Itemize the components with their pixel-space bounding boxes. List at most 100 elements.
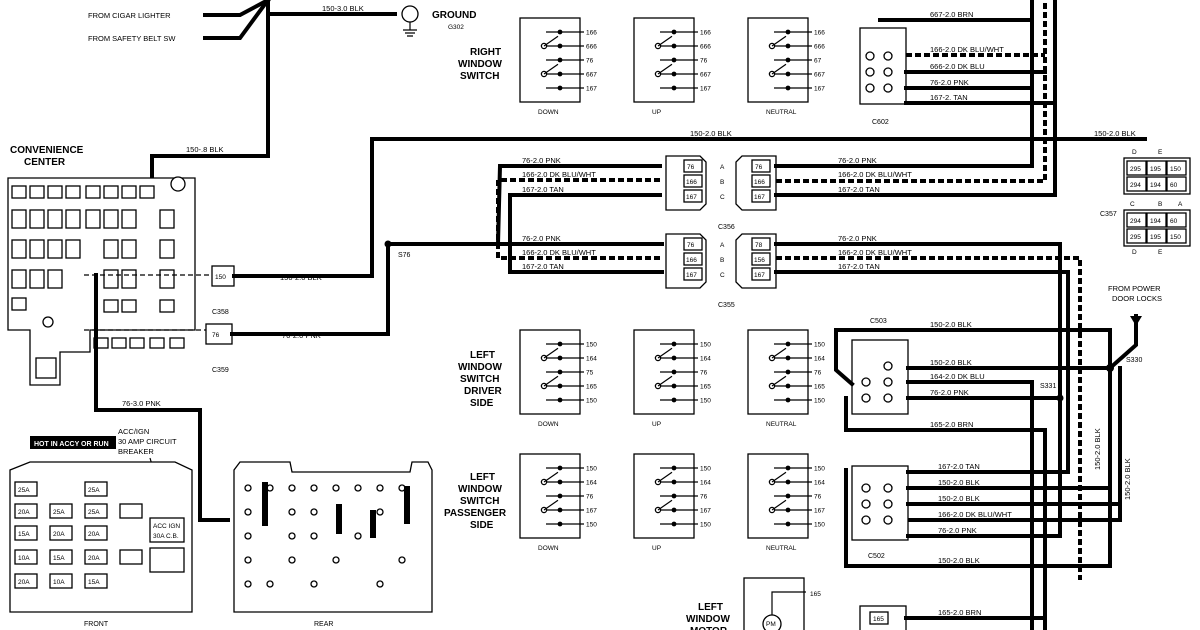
wire-150-2-c358	[232, 137, 1082, 278]
left-driver-switch-down-pin-dot	[557, 369, 563, 375]
c357-top-cell	[1146, 160, 1167, 176]
left-driver-switch-neutral-pin-label: 150	[814, 342, 825, 349]
left-pass-switch-down-pin-dot	[557, 493, 563, 499]
power-door-locks-2: DOOR LOCKS	[1112, 294, 1162, 303]
wire-165-c503	[844, 396, 1047, 630]
wire-76-3-pnk	[94, 273, 230, 522]
right-switch-up-pin-dot	[671, 29, 677, 35]
left-pass-switch-neutral-pin-label: 76	[814, 494, 822, 501]
left-driver-label-2: WINDOW	[458, 362, 502, 373]
left-pass-switch-down-pin-label: 164	[586, 480, 597, 487]
wire-167-c356-left	[508, 193, 664, 274]
left-driver-switch-up-pin-label: 150	[700, 342, 711, 349]
motor-pm-text: PM	[766, 621, 776, 628]
left-driver-switch-neutral-pin-label: 164	[814, 356, 825, 363]
right-switch-up-pin-label: 167	[700, 86, 711, 93]
left-pass-switch-neutral-pin-dot	[785, 479, 791, 485]
right-switch-down-pin-dot	[557, 43, 563, 49]
right-switch-neutral-pin-label: 67	[814, 58, 822, 65]
breaker-note-3: BREAKER	[118, 447, 154, 456]
left-driver-switch-up-pin-label: 164	[700, 356, 711, 363]
c355-left-pin-c-text: 167	[686, 272, 697, 279]
motor-w165-label: 165-2.0 BRN	[938, 608, 981, 617]
c502-pin-5	[883, 499, 893, 509]
c502-pin-6	[883, 515, 893, 525]
c356-label: C356	[718, 224, 735, 231]
c357-pin-d-bot: D	[1132, 249, 1137, 256]
wire-76-c356-left	[495, 164, 662, 247]
fuse-acc-ign: ACC IGN	[153, 523, 180, 530]
wire-167-c355-right	[774, 270, 1070, 472]
c355-left-pin-c	[683, 267, 703, 281]
right-switch-neutral-lever	[771, 35, 787, 47]
left-pass-switch-up-pin-label: 164	[700, 480, 711, 487]
from-cigar-lighter-label: FROM CIGAR LIGHTER	[88, 11, 171, 20]
c357-pin-b-bot: B	[1158, 201, 1162, 208]
c356-right-pin-b-text: 166	[754, 179, 765, 186]
left-driver-switch-neutral-position: NEUTRAL	[766, 421, 797, 428]
left-pass-switch-down-pin-label: 150	[586, 466, 597, 473]
left-driver-switch-neutral-pin-dot	[785, 397, 791, 403]
motor-wire	[771, 591, 806, 615]
wire-76-c502	[906, 396, 1062, 538]
wire-150-c503-top	[834, 328, 1112, 387]
c503-pin-2	[861, 393, 871, 403]
wire-cigar-lighter	[203, 0, 271, 17]
right-switch-up-pin-label: 76	[700, 58, 708, 65]
vert-150-label-a: 150-2.0 BLK	[1093, 428, 1102, 470]
c357-top-cell	[1166, 176, 1187, 192]
c502-w167-label: 167-2.0 TAN	[938, 462, 980, 471]
power-door-locks-1: FROM POWER	[1108, 284, 1161, 293]
right-switch-neutral-position: NEUTRAL	[766, 109, 797, 116]
c356-right-pin-c	[751, 189, 771, 203]
fuse-grid-rear	[244, 482, 410, 588]
left-pass-switch-up-pin-dot	[671, 479, 677, 485]
c502-w150-bottom-label: 150-2.0 BLK	[938, 556, 980, 565]
wire-166-c356-right	[776, 0, 1047, 183]
motor-conn-pin-1-text: 165	[873, 616, 884, 623]
left-pass-switch-neutral-pin-dot	[785, 493, 791, 499]
right-switch-neutral-pin-label: 666	[814, 44, 825, 51]
w76-c602-label: 76-2.0 PNK	[930, 78, 969, 87]
left-driver-switch-neutral-pin-label: 150	[814, 398, 825, 405]
c355-right-pin-b-text: 156	[754, 257, 765, 264]
right-switch-down-pin-dot	[557, 57, 563, 63]
wire-150-2-label-top: 150-2.0 BLK	[690, 129, 732, 138]
c503-w150-top-label: 150-2.0 BLK	[930, 320, 972, 329]
c357-pin-c-bot: C	[1130, 201, 1135, 208]
right-switch-up-pin-label: 166	[700, 30, 711, 37]
c356-w76-label: 76-2.0 PNK	[522, 156, 561, 165]
ground-symbol-icon	[403, 22, 417, 37]
c503-pin-3	[883, 361, 893, 371]
left-pass-switch-up-pin-dot	[671, 507, 677, 513]
convenience-center-label-2: CENTER	[24, 157, 66, 168]
convenience-center-internal-dashes	[84, 274, 212, 331]
motor-label-3: MOTOR	[690, 626, 728, 630]
c602-label: C602	[872, 119, 889, 126]
c357-top-cell-label: 60	[1170, 182, 1178, 189]
c357-top-cell-label: 195	[1150, 166, 1161, 173]
c356-left-pin-b	[683, 174, 703, 188]
left-passenger-switch-group: 15016476167150DOWN15016476167150UP150164…	[519, 453, 825, 552]
c357-pin-e-top: E	[1158, 149, 1163, 156]
left-driver-switch-neutral-lever	[771, 375, 787, 387]
c502-w166-label: 166-2.0 DK BLU/WHT	[938, 510, 1012, 519]
breaker-note-2: 30 AMP CIRCUIT	[118, 437, 177, 446]
c355-left-pin-a	[683, 237, 703, 251]
c503-pin-1	[861, 377, 871, 387]
wire-150-3-label: 150-3.0 BLK	[322, 4, 364, 13]
c355-w76-label: 76-2.0 PNK	[522, 234, 561, 243]
c356-pin-b-letter: B	[720, 179, 724, 186]
c355-right-pin-b	[751, 252, 771, 266]
w167-c602-label: 167-2. TAN	[930, 93, 968, 102]
c503-w76-label: 76-2.0 PNK	[930, 388, 969, 397]
c356r-w167-label: 167-2.0 TAN	[838, 185, 880, 194]
fuse-15a-c: 15A	[88, 579, 100, 586]
right-switch-neutral-pin-dot	[785, 57, 791, 63]
